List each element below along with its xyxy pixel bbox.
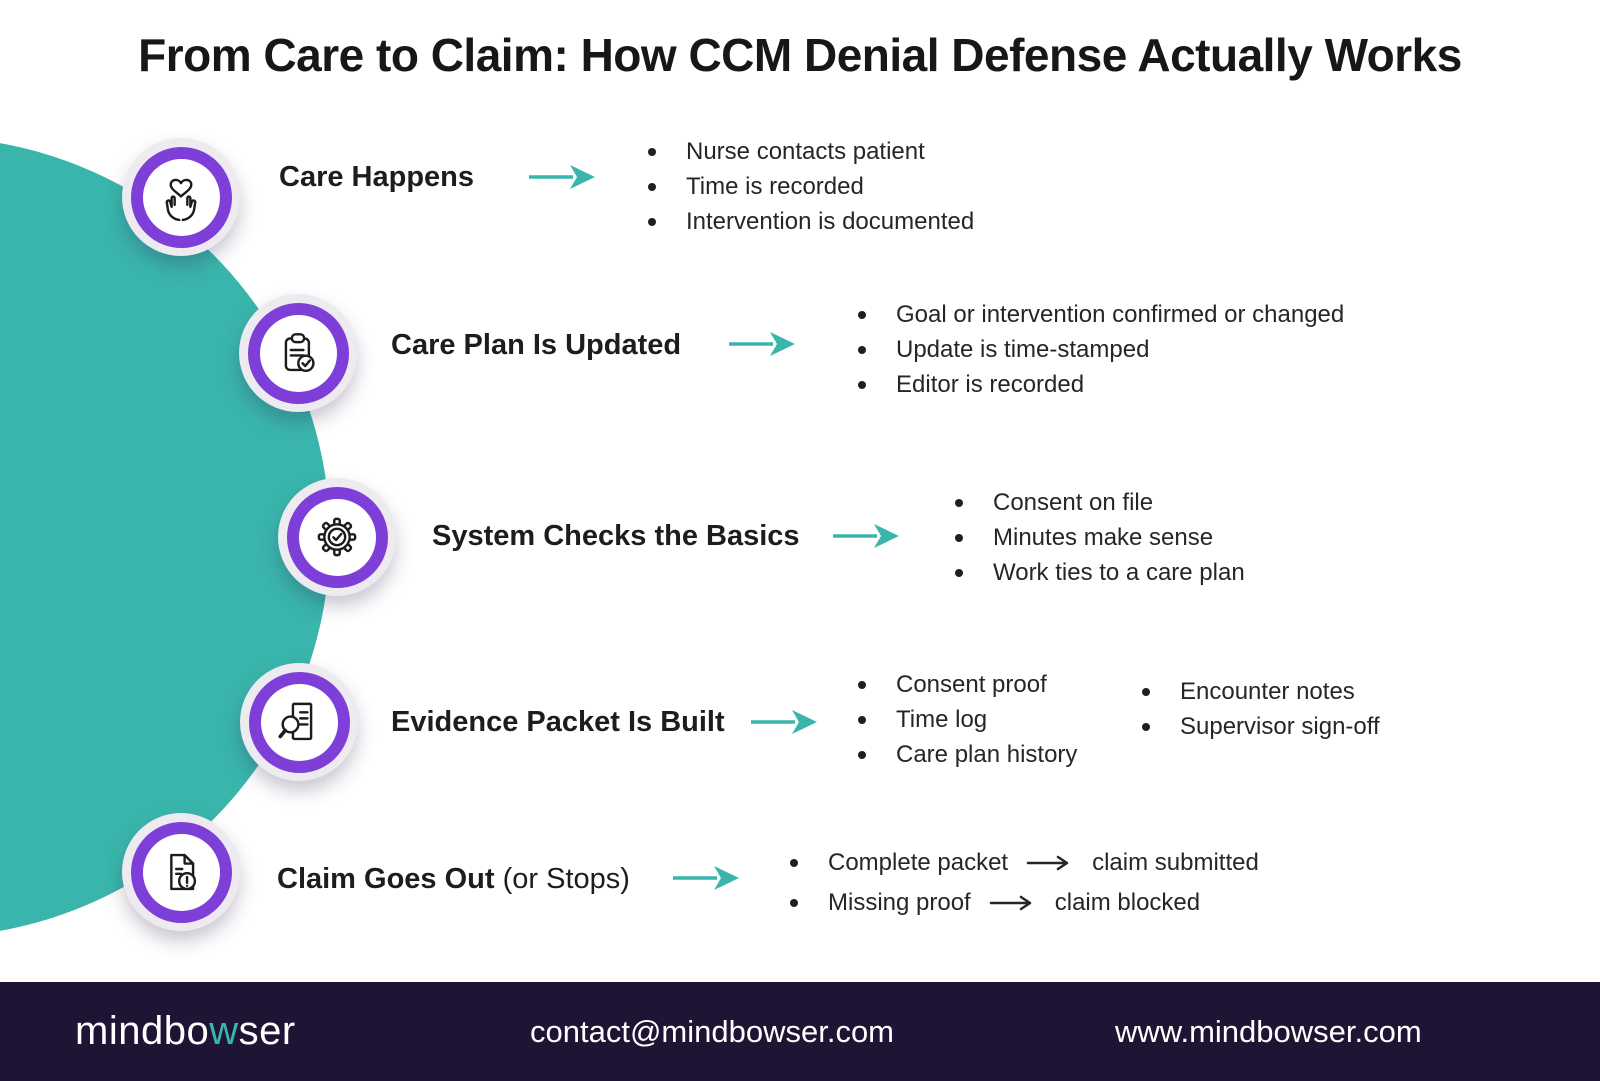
arrow-right-icon (751, 710, 817, 734)
list-item: Consent on file (955, 486, 1245, 521)
arrow-right-icon (729, 332, 795, 356)
step-5-ring (130, 821, 232, 923)
step-1-title: Care Happens (279, 159, 474, 195)
logo-text-prefix: mindbo (75, 1009, 210, 1053)
step-5-title-text: Claim Goes Out (277, 863, 495, 895)
website-link[interactable]: www.mindbowser.com (1115, 1013, 1422, 1049)
bullet-text: Minutes make sense (993, 524, 1214, 551)
hands-heart-icon (165, 178, 197, 222)
arrow-right-icon (529, 165, 595, 189)
bullet-dot (1142, 723, 1150, 731)
flow-to-text: claim submitted (1092, 849, 1259, 876)
step-4-ring (248, 671, 350, 773)
step-4-badge (240, 663, 358, 781)
bullet-text: Encounter notes (1180, 678, 1355, 705)
bullet-dot (858, 311, 866, 319)
list-item: Care plan history (858, 738, 1077, 773)
step-1-ring (130, 146, 232, 248)
bullet-dot (955, 534, 963, 542)
step-5-badge (122, 813, 240, 931)
step-4-bullets-col2: Encounter notes Supervisor sign-off (1142, 675, 1380, 745)
arrow-right-icon (989, 895, 1031, 911)
bullet-text: Update is time-stamped (896, 336, 1150, 363)
list-item: Intervention is documented (648, 205, 974, 240)
bullet-dot (790, 899, 798, 907)
bullet-dot (858, 681, 866, 689)
step-3-badge (278, 478, 396, 596)
arrow-right-icon (833, 524, 899, 548)
bullet-dot (648, 218, 656, 226)
logo-text-suffix: ser (238, 1009, 296, 1053)
step-3-title: System Checks the Basics (432, 518, 800, 554)
list-item: Editor is recorded (858, 368, 1344, 403)
logo-text-accent: w (209, 1009, 239, 1053)
list-item: Missing proof claim blocked (790, 883, 1259, 923)
step-4-bullets-col1: Consent proof Time log Care plan history (858, 668, 1077, 773)
list-item: Work ties to a care plan (955, 556, 1245, 591)
step-1-bullets: Nurse contacts patient Time is recorded … (648, 135, 974, 240)
bullet-dot (858, 346, 866, 354)
bullet-dot (858, 751, 866, 759)
bullet-dot (858, 381, 866, 389)
step-3-bullets: Consent on file Minutes make sense Work … (955, 486, 1245, 591)
bullet-text: Time is recorded (686, 173, 864, 200)
list-item: Supervisor sign-off (1142, 710, 1380, 745)
step-3-title-text: System Checks the Basics (432, 520, 800, 552)
page-title: From Care to Claim: How CCM Denial Defen… (138, 29, 1462, 81)
flow-to-text: claim blocked (1054, 889, 1201, 916)
step-2-title-text: Care Plan Is Updated (391, 329, 682, 361)
step-5-title-suffix: (or Stops) (502, 863, 630, 895)
bullet-text: Care plan history (896, 741, 1078, 768)
gear-check-icon (317, 517, 357, 557)
bullet-text: Consent proof (896, 671, 1047, 698)
bullet-text: Time log (896, 706, 988, 733)
step-3-ring (286, 486, 388, 588)
bullet-text: Nurse contacts patient (686, 138, 925, 165)
list-item: Complete packet claim submitted (790, 843, 1259, 883)
step-2-badge (239, 294, 357, 412)
step-2-bullets: Goal or intervention confirmed or change… (858, 298, 1344, 403)
list-item: Time is recorded (648, 170, 974, 205)
contact-email-link[interactable]: contact@mindbowser.com (530, 1013, 895, 1049)
step-4-title: Evidence Packet Is Built (391, 704, 725, 740)
list-item: Goal or intervention confirmed or change… (858, 298, 1344, 333)
list-item: Encounter notes (1142, 675, 1380, 710)
bullet-dot (955, 499, 963, 507)
bullet-text: Intervention is documented (686, 208, 975, 235)
bullet-dot (955, 569, 963, 577)
arrow-right-icon (1026, 855, 1069, 871)
bullet-dot (790, 859, 798, 867)
arrow-right-icon (673, 866, 739, 890)
step-5-bullets: Complete packet claim submitted Missing … (790, 843, 1259, 923)
document-search-icon (278, 702, 313, 741)
bullet-text: Goal or intervention confirmed or change… (896, 301, 1345, 328)
step-2-ring (247, 302, 349, 404)
flow-from-text: Complete packet (828, 849, 1009, 876)
clipboard-check-icon (284, 333, 315, 373)
list-item: Update is time-stamped (858, 333, 1344, 368)
step-1-title-text: Care Happens (279, 161, 475, 193)
list-item: Time log (858, 703, 1077, 738)
bullet-text: Editor is recorded (896, 371, 1085, 398)
bullet-text: Consent on file (993, 489, 1154, 516)
step-5-title: Claim Goes Out (or Stops) (277, 861, 630, 897)
flow-from-text: Missing proof (828, 889, 971, 916)
bullet-text: Work ties to a care plan (993, 559, 1245, 586)
bullet-dot (648, 148, 656, 156)
step-4-title-text: Evidence Packet Is Built (391, 706, 725, 738)
list-item: Consent proof (858, 668, 1077, 703)
bullet-dot (858, 716, 866, 724)
step-2-title: Care Plan Is Updated (391, 327, 681, 363)
bullet-text: Supervisor sign-off (1180, 713, 1380, 740)
step-1-badge (122, 138, 240, 256)
bullet-dot (648, 183, 656, 191)
list-item: Nurse contacts patient (648, 135, 974, 170)
document-alert-icon (170, 853, 197, 891)
list-item: Minutes make sense (955, 521, 1245, 556)
bullet-dot (1142, 688, 1150, 696)
